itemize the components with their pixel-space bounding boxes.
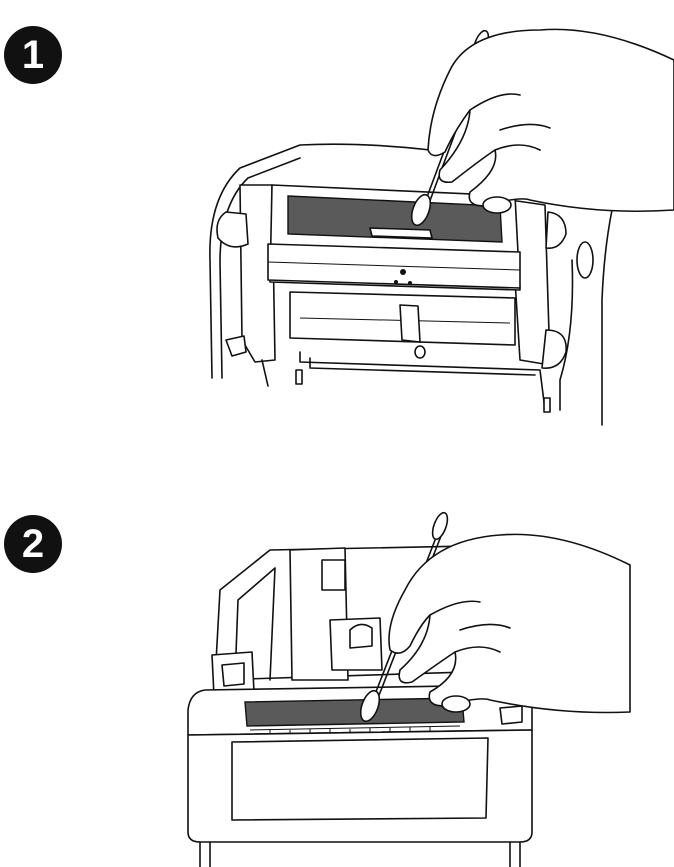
step-1-illustration <box>209 28 674 426</box>
step-1-badge: 1 <box>4 26 62 84</box>
step-2-number: 2 <box>21 521 45 566</box>
swab-tip-top <box>431 511 449 541</box>
swab-tip-bottom <box>359 689 381 723</box>
step-1-number: 1 <box>21 32 45 77</box>
step-2-illustration <box>187 511 631 867</box>
hand-with-swab <box>359 511 631 723</box>
printer-open-body <box>209 143 619 426</box>
step-2-badge: 2 <box>4 515 62 573</box>
platen-roller-strip <box>244 697 465 727</box>
hand-with-swab <box>410 28 674 227</box>
swab-tip-bottom <box>410 193 432 227</box>
